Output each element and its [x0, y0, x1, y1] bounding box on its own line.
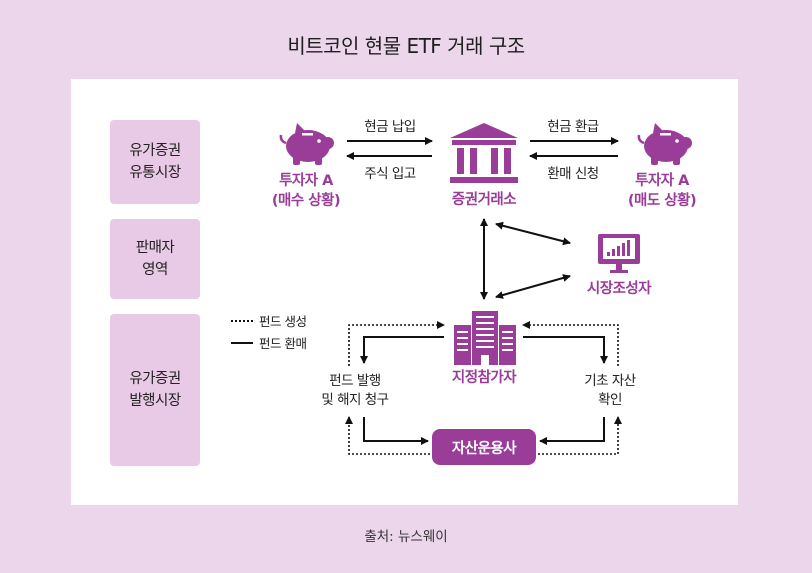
flow-asset-check: 기초 자산 확인 — [584, 373, 636, 408]
asset-manager-box: 자산운용사 — [432, 429, 536, 465]
legend-create-label: 펀드 생성 — [259, 314, 307, 329]
exchange-building-icon — [450, 123, 518, 183]
exchange-label: 증권거래소 — [451, 192, 517, 208]
source-credit: 출처: 뉴스웨이 — [364, 529, 448, 545]
office-building-icon — [454, 311, 516, 365]
flow-sell-request: 환매 신청 — [547, 166, 599, 182]
diagram-title: 비트코인 현물 ETF 거래 구조 — [287, 34, 525, 58]
market-maker-label: 시장조성자 — [586, 281, 652, 297]
participant-label: 지정참가자 — [451, 370, 517, 386]
flow-stock-receipt: 주식 입고 — [364, 166, 416, 182]
piggy-bank-icon — [637, 123, 692, 165]
zone-secondary-market: 유가증권 유통시장 — [110, 120, 200, 204]
flow-fund-issue: 펀드 발행 및 해지 청구 — [321, 373, 389, 408]
investor-sell-label: 투자자 A (매도 상황) — [627, 173, 697, 209]
piggy-bank-icon — [279, 123, 334, 165]
monitor-chart-icon — [598, 234, 640, 273]
dotted-line-swatch — [231, 319, 253, 322]
investor-buy-label: 투자자 A (매수 상황) — [271, 173, 341, 209]
flow-cash-refund: 현금 환급 — [547, 119, 599, 135]
zone-primary-market: 유가증권 발행시장 — [110, 314, 200, 466]
legend-fund-redeem: 펀드 환매 — [231, 333, 307, 352]
zone-seller: 판매자 영역 — [110, 219, 200, 299]
flow-cash-payment: 현금 납입 — [364, 119, 416, 135]
legend-redeem-label: 펀드 환매 — [259, 336, 307, 351]
legend-fund-create: 펀드 생성 — [231, 311, 307, 330]
solid-line-swatch — [231, 341, 253, 344]
